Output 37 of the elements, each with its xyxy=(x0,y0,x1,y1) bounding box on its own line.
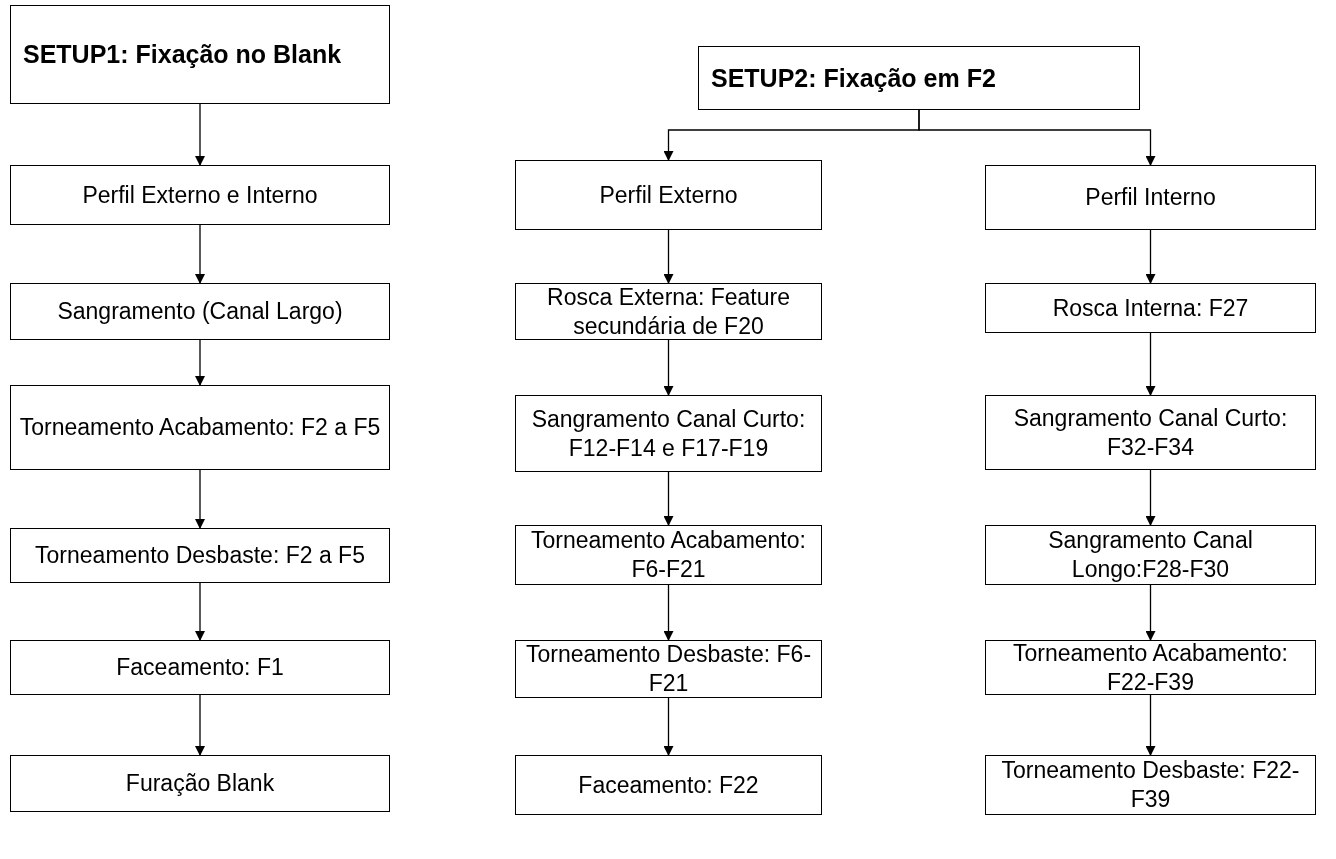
arrow xyxy=(1145,469,1156,526)
process-box: Perfil Externo e Interno xyxy=(10,165,390,225)
process-box: Perfil Interno xyxy=(985,165,1316,230)
arrow xyxy=(195,339,205,386)
arrow xyxy=(663,339,674,396)
arrow xyxy=(663,697,674,756)
setup-box: SETUP1: Fixação no Blank xyxy=(10,5,390,104)
arrow xyxy=(1145,584,1156,641)
process-box: Rosca Interna: F27 xyxy=(985,283,1316,333)
process-box: Sangramento Canal Curto: F32-F34 xyxy=(985,395,1316,470)
process-box: Torneamento Acabamento: F6-F21 xyxy=(515,525,822,585)
process-box: Faceamento: F22 xyxy=(515,755,822,815)
setup-box: SETUP2: Fixação em F2 xyxy=(698,46,1140,110)
process-box: Sangramento (Canal Largo) xyxy=(10,283,390,340)
arrow xyxy=(195,469,205,529)
process-box: Torneamento Desbaste: F2 a F5 xyxy=(10,528,390,583)
arrow xyxy=(663,471,674,526)
process-box: Faceamento: F1 xyxy=(10,640,390,695)
arrow xyxy=(663,229,674,284)
process-box: Furação Blank xyxy=(10,755,390,812)
process-box: Torneamento Acabamento: F22-F39 xyxy=(985,640,1316,695)
arrow xyxy=(1145,694,1156,756)
process-box: Sangramento Canal Longo:F28-F30 xyxy=(985,525,1316,585)
arrow xyxy=(663,584,674,641)
arrow xyxy=(195,103,205,166)
process-box: Torneamento Desbaste: F22-F39 xyxy=(985,755,1316,815)
process-box: Torneamento Desbaste: F6-F21 xyxy=(515,640,822,698)
arrow xyxy=(195,582,205,641)
arrow xyxy=(1145,332,1156,396)
process-box: Torneamento Acabamento: F2 a F5 xyxy=(10,385,390,470)
arrow xyxy=(195,224,205,284)
arrow xyxy=(1145,229,1156,284)
process-box: Rosca Externa: Feature secundária de F20 xyxy=(515,283,822,340)
process-box: Sangramento Canal Curto: F12-F14 e F17-F19 xyxy=(515,395,822,472)
arrow xyxy=(918,109,1156,166)
arrow xyxy=(195,694,205,756)
process-box: Perfil Externo xyxy=(515,160,822,230)
